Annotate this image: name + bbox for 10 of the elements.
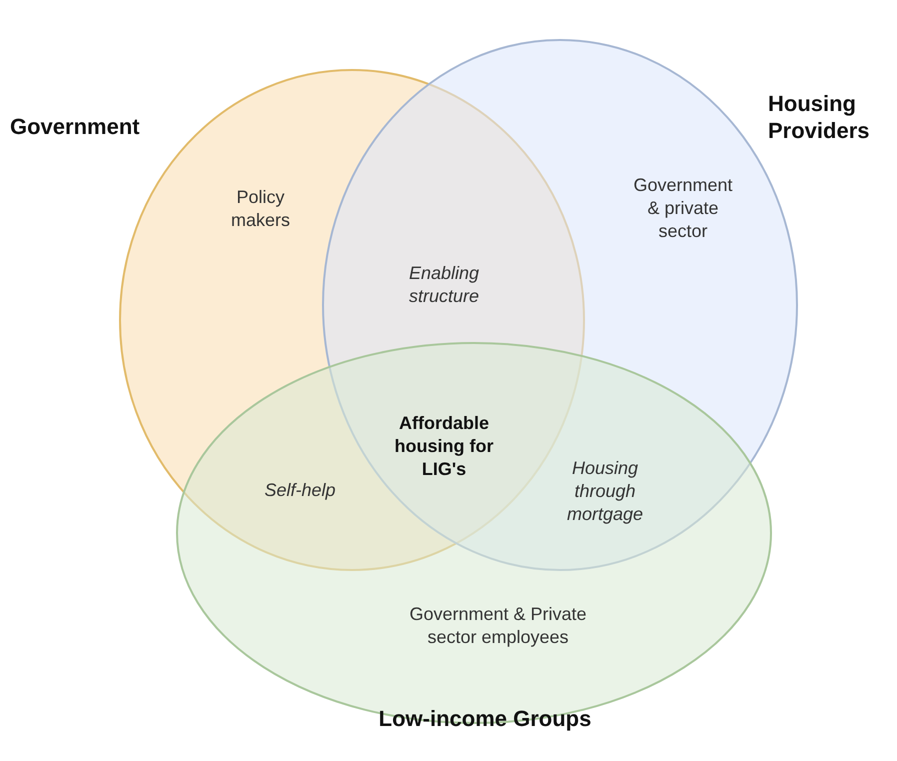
set-description: Government & Private sector employees <box>408 603 588 649</box>
region-label: Affordable housing for LIG's <box>394 412 494 481</box>
set-title: Government <box>10 113 141 140</box>
region-label: Housing through mortgage <box>566 457 644 526</box>
set-title: Housing Providers <box>768 90 870 144</box>
set-title: Low-income Groups <box>378 705 592 732</box>
set-description: Government & private sector <box>632 174 734 243</box>
set-description: Policy makers <box>230 186 291 232</box>
region-label: Self-help <box>263 479 337 502</box>
region-label: Enabling structure <box>408 262 480 308</box>
